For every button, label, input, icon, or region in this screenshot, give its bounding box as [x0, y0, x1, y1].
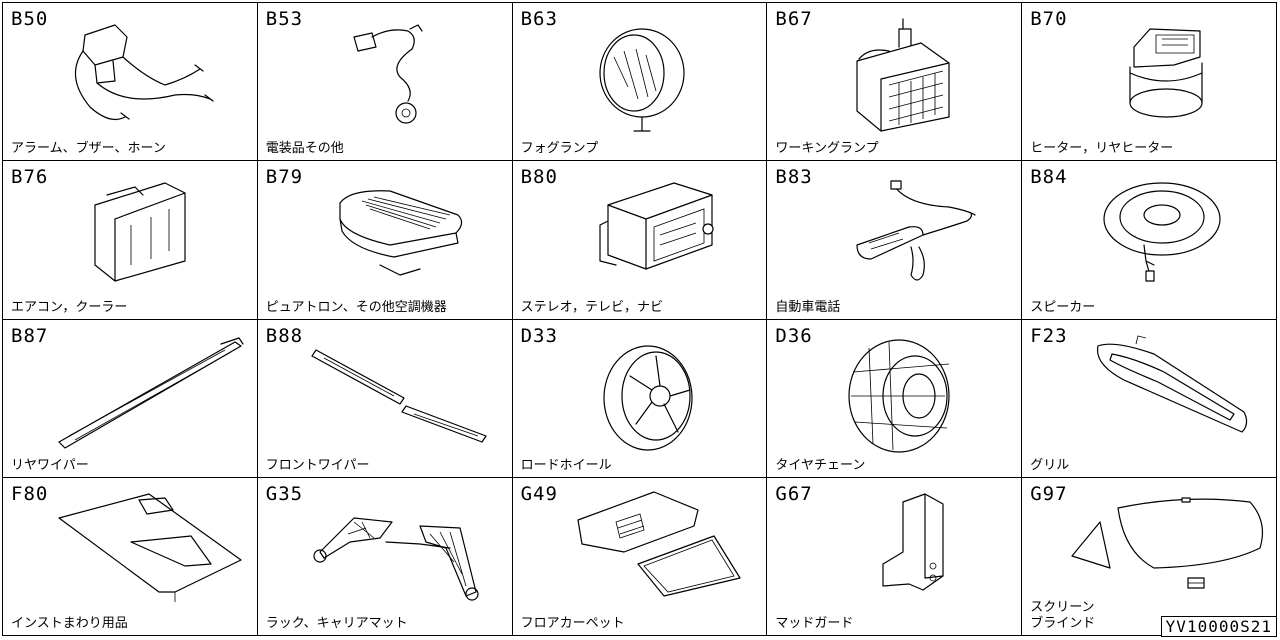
section-label: アラーム、ブザー、ホーン — [11, 141, 166, 157]
section-cell-b67[interactable]: B67 ワーキングランプ — [767, 3, 1023, 162]
section-label: リヤワイパー — [11, 457, 89, 473]
section-label: スピーカー — [1030, 299, 1096, 315]
section-code: F80 — [11, 482, 49, 505]
section-cell-b80[interactable]: B80 ステレオ，テレビ，ナビ — [512, 161, 768, 320]
section-label: スクリーン ブラインド — [1030, 600, 1096, 631]
section-label: ロードホイール — [520, 457, 612, 473]
section-label: フロアカーペット — [520, 616, 625, 631]
section-code: B80 — [520, 166, 558, 189]
section-cell-b87[interactable]: B87 リヤワイパー — [3, 319, 258, 478]
section-label: エアコン，クーラー — [11, 299, 128, 315]
section-code: B63 — [520, 8, 558, 30]
section-cell-f23[interactable]: F23 グリル — [1022, 319, 1277, 478]
section-cell-g97[interactable]: G97 スクリーン ブラインド — [1022, 477, 1277, 636]
section-code: B87 — [11, 324, 49, 347]
instrument-panel-icon — [3, 478, 257, 635]
section-code: G67 — [775, 482, 813, 505]
section-cell-b50[interactable]: B50 アラーム、ブザー、ホーン — [3, 3, 258, 162]
section-label: ステレオ，テレビ，ナビ — [520, 299, 663, 315]
roof-rack-icon — [258, 478, 512, 635]
car-phone-icon — [767, 161, 1021, 318]
section-code: B53 — [265, 8, 304, 30]
mud-guard-icon — [767, 478, 1021, 635]
section-label: フォグランプ — [520, 141, 599, 157]
catalog-id-label: YV10000S21 — [1160, 616, 1277, 637]
section-label: インストまわり用品 — [11, 616, 128, 631]
working-lamp-icon — [767, 3, 1021, 160]
section-cell-b53[interactable]: B53 電装品その他 — [257, 3, 513, 162]
section-code: B88 — [265, 324, 304, 347]
section-code: D33 — [520, 324, 558, 347]
section-code: G97 — [1030, 482, 1068, 505]
road-wheel-icon — [513, 320, 767, 477]
section-code: G49 — [520, 482, 558, 505]
section-code: B83 — [775, 166, 813, 189]
grille-icon — [1022, 320, 1276, 477]
section-cell-g35[interactable]: G35 ラック、キャリアマット — [257, 477, 513, 636]
section-cell-d33[interactable]: D33 ロードホイール — [512, 319, 768, 478]
car-stereo-icon — [513, 161, 767, 318]
section-cell-g49[interactable]: G49 フロアカーペット — [512, 477, 768, 636]
section-cell-b63[interactable]: B63 フォグランプ — [512, 3, 768, 162]
section-cell-b83[interactable]: B83 自動車電話 — [767, 161, 1023, 320]
section-code: B67 — [775, 8, 813, 30]
section-code: B76 — [11, 166, 49, 189]
section-label: タイヤチェーン — [775, 457, 866, 473]
section-code: B79 — [265, 166, 304, 189]
section-cell-b79[interactable]: B79 ピュアトロン、その他空調機器 — [257, 161, 513, 320]
section-code: G35 — [265, 482, 304, 505]
section-label: 電装品その他 — [265, 141, 344, 157]
section-cell-g67[interactable]: G67 マッドガード — [767, 477, 1023, 636]
alarm-buzzer-horn-icon — [3, 3, 257, 160]
section-code: B50 — [11, 8, 49, 30]
section-label: マッドガード — [775, 616, 854, 631]
screen-blind-icon — [1022, 478, 1276, 635]
tire-chain-icon — [767, 320, 1021, 477]
section-label: 自動車電話 — [775, 299, 841, 315]
speaker-icon — [1022, 161, 1276, 318]
section-code: D36 — [775, 324, 813, 347]
section-cell-f80[interactable]: F80 インストまわり用品 — [3, 477, 258, 636]
section-code: F23 — [1030, 324, 1068, 347]
section-label: ヒーター，リヤヒーター — [1030, 141, 1174, 157]
section-cell-b88[interactable]: B88 フロントワイパー — [257, 319, 513, 478]
front-wiper-icon — [258, 320, 512, 477]
section-cell-b76[interactable]: B76 エアコン，クーラー — [3, 161, 258, 320]
section-label: ワーキングランプ — [775, 141, 879, 157]
floor-carpet-icon — [513, 478, 767, 635]
section-label: フロントワイパー — [265, 457, 370, 473]
section-cell-b84[interactable]: B84 スピーカー — [1022, 161, 1277, 320]
section-cell-b70[interactable]: B70 ヒーター，リヤヒーター — [1022, 3, 1277, 162]
heater-icon — [1022, 3, 1276, 160]
rear-wiper-icon — [3, 320, 257, 477]
section-code: B70 — [1030, 8, 1068, 30]
air-conditioner-icon — [3, 161, 257, 318]
air-purifier-icon — [258, 161, 512, 318]
section-label: ラック、キャリアマット — [265, 616, 408, 631]
section-label: ピュアトロン、その他空調機器 — [265, 299, 447, 315]
section-cell-d36[interactable]: D36 タイヤチェーン — [767, 319, 1023, 478]
fog-lamp-icon — [513, 3, 767, 160]
electrical-parts-icon — [258, 3, 512, 160]
section-code: B84 — [1030, 166, 1068, 189]
section-label: グリル — [1030, 457, 1070, 473]
